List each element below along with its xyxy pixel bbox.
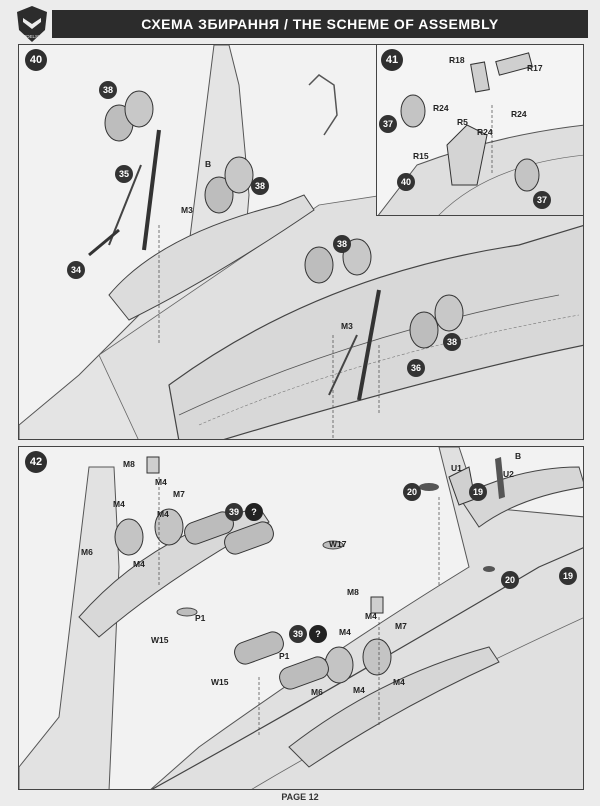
panel-step-41: 41 R18 R17 R24 R5 R24 R24 37 R15 40 37: [376, 44, 584, 216]
question-icon: ?: [309, 625, 327, 643]
step-number-40: 40: [25, 49, 47, 71]
part-label-m7: M7: [395, 621, 407, 631]
part-label-w15: W15: [151, 635, 169, 645]
panel-step-42: 42 M8 M4 M4 M7 M4 M6 M4 39 ? P1 W15 20 U…: [18, 446, 584, 790]
part-label-u1: U1: [451, 463, 462, 473]
part-callout-39: 39: [225, 503, 243, 521]
part-label-w15: W15: [211, 677, 229, 687]
part-label-m3: M3: [341, 321, 353, 331]
part-label-m4: M4: [365, 611, 377, 621]
part-label-r18: R18: [449, 55, 465, 65]
modelsvit-logo: MODELSVIT: [14, 4, 50, 44]
part-callout-37: 37: [379, 115, 397, 133]
part-label-m7: M7: [173, 489, 185, 499]
part-callout-36: 36: [407, 359, 425, 377]
part-label-m6: M6: [81, 547, 93, 557]
part-label-m6: M6: [311, 687, 323, 697]
part-callout-35: 35: [115, 165, 133, 183]
question-icon: ?: [245, 503, 263, 521]
step-41-drawing: [377, 52, 583, 215]
part-label-m4: M4: [113, 499, 125, 509]
step-number-42: 42: [25, 451, 47, 473]
part-label-p1: P1: [195, 613, 206, 623]
part-label-w17: W17: [329, 539, 347, 549]
page-title: СХЕМА ЗБИРАННЯ / THE SCHEME OF ASSEMBLY: [52, 10, 588, 38]
part-label-b: B: [515, 451, 522, 461]
page-number: PAGE 12: [281, 792, 319, 802]
part-label-m4: M4: [353, 685, 365, 695]
part-callout-20: 20: [403, 483, 421, 501]
part-callout-19: 19: [559, 567, 577, 585]
part-label-m4: M4: [157, 509, 169, 519]
part-callout-38: 38: [99, 81, 117, 99]
part-label-r5: R5: [457, 117, 468, 127]
step-42-drawing: [19, 447, 583, 789]
part-callout-38: 38: [333, 235, 351, 253]
part-callout-38: 38: [251, 177, 269, 195]
part-label-m4: M4: [393, 677, 405, 687]
part-label-m4: M4: [133, 559, 145, 569]
part-label-r15: R15: [413, 151, 429, 161]
part-label-m8: M8: [123, 459, 135, 469]
part-label-r24: R24: [433, 103, 449, 113]
part-callout-19: 19: [469, 483, 487, 501]
part-callout-38: 38: [443, 333, 461, 351]
step-number-41: 41: [381, 49, 403, 71]
logo-text: MODELSVIT: [19, 34, 45, 39]
part-callout-37: 37: [533, 191, 551, 209]
part-label-r24: R24: [511, 109, 527, 119]
part-label-u2: U2: [503, 469, 514, 479]
part-callout-40: 40: [397, 173, 415, 191]
step-40-drawing: [19, 45, 583, 439]
part-label-m8: M8: [347, 587, 359, 597]
part-label-r17: R17: [527, 63, 543, 73]
part-callout-20: 20: [501, 571, 519, 589]
part-label-r24: R24: [477, 127, 493, 137]
part-label-b: B: [205, 159, 212, 169]
part-label-m4: M4: [155, 477, 167, 487]
part-callout-39: 39: [289, 625, 307, 643]
part-label-p1: P1: [279, 651, 290, 661]
part-label-m4: M4: [339, 627, 351, 637]
part-callout-34: 34: [67, 261, 85, 279]
part-label-m3: M3: [181, 205, 193, 215]
